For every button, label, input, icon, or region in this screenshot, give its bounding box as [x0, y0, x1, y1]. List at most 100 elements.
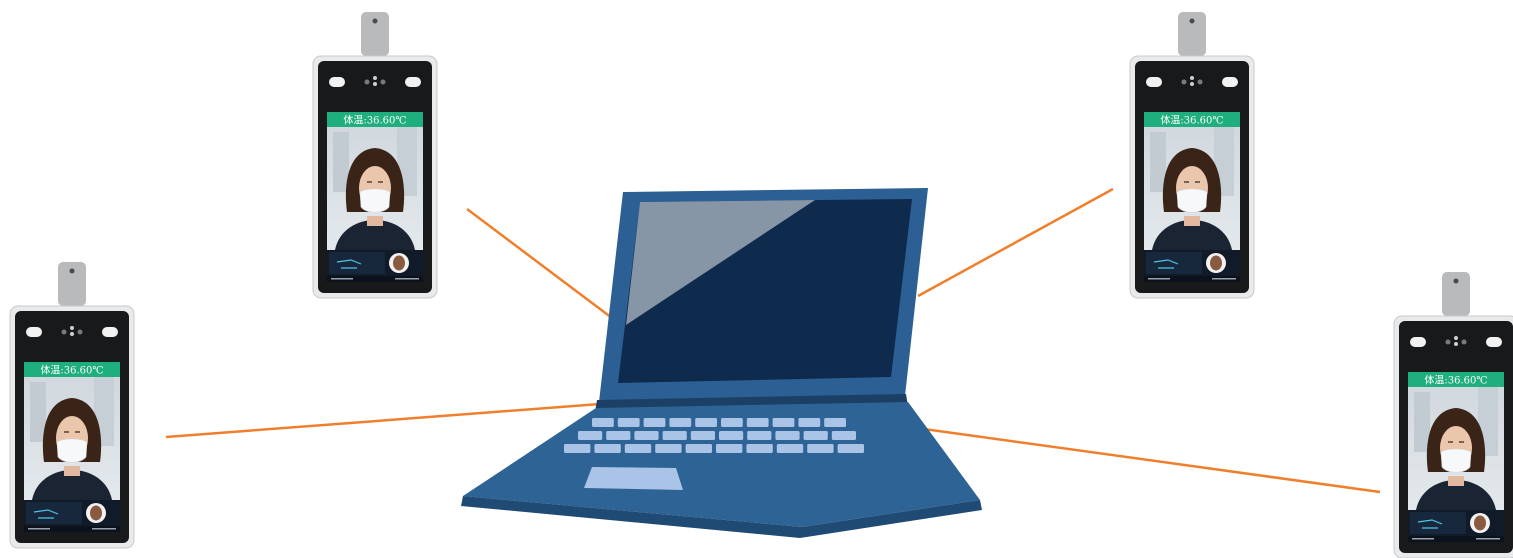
laptop-key: [719, 431, 743, 440]
status-bar-text: [1412, 538, 1434, 540]
indicator-light: [1222, 77, 1238, 87]
face-mask: [360, 189, 390, 212]
face-thumbnail: [1210, 256, 1222, 271]
sensor-lens: [70, 269, 75, 274]
laptop-key: [824, 418, 846, 427]
person-neck: [1448, 476, 1464, 486]
face-mask: [1177, 189, 1207, 212]
face-thumbnail: [1474, 516, 1486, 531]
temperature-scanner-device: 体温:36.60℃: [1130, 12, 1254, 298]
status-bar-text: [28, 528, 50, 530]
laptop-key: [578, 431, 602, 440]
camera-lens: [1446, 340, 1451, 345]
camera-lens: [1182, 80, 1187, 85]
laptop-key: [716, 444, 742, 453]
laptop-key: [691, 431, 715, 440]
device-screen: 体温:36.60℃: [24, 362, 120, 532]
indicator-light: [26, 327, 42, 337]
laptop-key: [747, 431, 771, 440]
indicator-light: [329, 77, 345, 87]
camera-lens: [1454, 342, 1458, 346]
camera-lens: [62, 330, 67, 335]
laptop-key: [663, 431, 687, 440]
laptop-key: [564, 444, 590, 453]
laptop-key: [832, 431, 856, 440]
laptop-key: [775, 431, 799, 440]
camera-lens: [365, 80, 370, 85]
background-building: [30, 382, 46, 442]
laptop-key: [721, 418, 743, 427]
laptop-key: [746, 444, 772, 453]
person-neck: [64, 466, 80, 476]
laptop-icon: [461, 188, 982, 538]
face-mask: [57, 439, 87, 462]
laptop-key: [644, 418, 666, 427]
status-bar-text: [395, 278, 419, 280]
indicator-light: [1486, 337, 1502, 347]
laptop-key: [634, 431, 658, 440]
laptop-key: [777, 444, 803, 453]
camera-lens: [1454, 336, 1458, 340]
laptop-key: [625, 444, 651, 453]
camera-lens: [1190, 82, 1194, 86]
status-bar-text: [1476, 538, 1500, 540]
indicator-light: [1146, 77, 1162, 87]
device-screen: 体温:36.60℃: [1408, 372, 1504, 542]
person-neck: [367, 216, 383, 226]
laptop-key: [594, 444, 620, 453]
camera-lens: [373, 82, 377, 86]
camera-lens: [1190, 76, 1194, 80]
camera-lens: [70, 326, 74, 330]
laptop-key: [592, 418, 614, 427]
camera-lens: [373, 76, 377, 80]
laptop-touchpad: [584, 467, 683, 490]
laptop-key: [669, 418, 691, 427]
indicator-light: [1410, 337, 1426, 347]
status-bar-text: [1212, 278, 1236, 280]
status-bar-text: [331, 278, 353, 280]
temperature-scanner-device: 体温:36.60℃: [313, 12, 437, 298]
laptop-key: [606, 431, 630, 440]
temperature-reading: 体温:36.60℃: [40, 365, 103, 377]
camera-lens: [70, 332, 74, 336]
sensor-lens: [1454, 279, 1459, 284]
laptop-key: [807, 444, 833, 453]
temperature-reading: 体温:36.60℃: [343, 115, 406, 127]
temperature-reading: 体温:36.60℃: [1160, 115, 1223, 127]
background-building: [1150, 132, 1166, 192]
camera-lens: [381, 80, 386, 85]
laptop-key: [838, 444, 864, 453]
background-building: [333, 132, 349, 192]
temperature-reading: 体温:36.60℃: [1424, 375, 1487, 387]
status-bar-text: [92, 528, 116, 530]
laptop-key: [804, 431, 828, 440]
camera-lens: [1198, 80, 1203, 85]
laptop-key: [655, 444, 681, 453]
camera-lens: [78, 330, 83, 335]
indicator-light: [405, 77, 421, 87]
connection-line-top-right: [918, 189, 1113, 296]
laptop-key: [773, 418, 795, 427]
laptop-key: [686, 444, 712, 453]
person-neck: [1184, 216, 1200, 226]
face-thumbnail: [90, 506, 102, 521]
connection-line-top-left: [467, 209, 612, 318]
status-bar-text: [1148, 278, 1170, 280]
sensor-lens: [373, 19, 378, 24]
face-mask: [1441, 449, 1471, 472]
connection-line-bottom-left: [166, 404, 600, 437]
laptop-key: [695, 418, 717, 427]
laptop-key: [798, 418, 820, 427]
temperature-scanner-device: 体温:36.60℃: [1394, 272, 1513, 558]
camera-lens: [1462, 340, 1467, 345]
connection-line-bottom-right: [895, 425, 1380, 492]
face-thumbnail: [393, 256, 405, 271]
background-building: [1414, 392, 1430, 452]
sensor-lens: [1190, 19, 1195, 24]
laptop-key: [618, 418, 640, 427]
device-screen: 体温:36.60℃: [327, 112, 423, 282]
laptop-key: [747, 418, 769, 427]
device-screen: 体温:36.60℃: [1144, 112, 1240, 282]
indicator-light: [102, 327, 118, 337]
